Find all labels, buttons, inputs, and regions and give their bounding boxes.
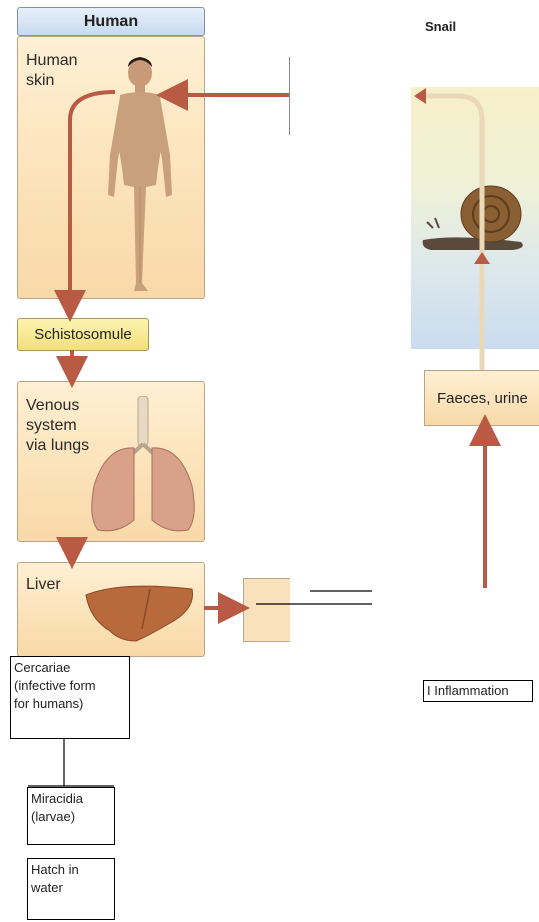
cercariae-box: Cercariae (infective form for humans) xyxy=(10,656,130,739)
inflammation-box: I Inflammation xyxy=(423,680,533,702)
skin-to-schistosomule-arrow xyxy=(70,92,115,306)
miracidia-box: Miracidia (larvae) xyxy=(27,787,115,845)
snail-to-cercariae-line xyxy=(424,96,482,350)
hatch-box: Hatch in water xyxy=(27,858,115,920)
